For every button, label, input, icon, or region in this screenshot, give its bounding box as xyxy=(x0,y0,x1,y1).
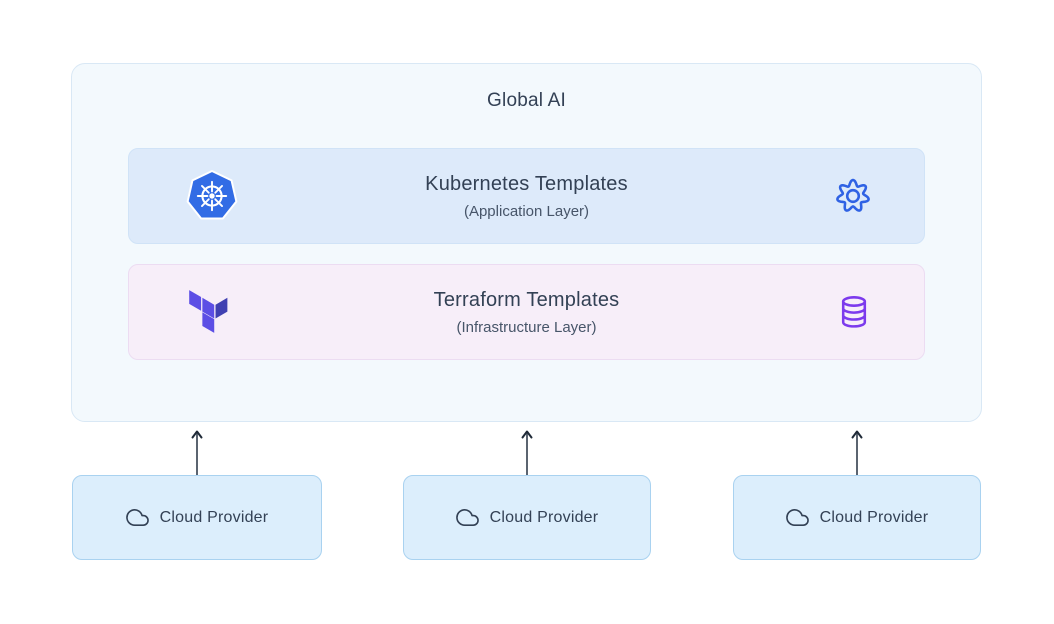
arrow-up-icon xyxy=(189,428,205,475)
layer-title: Terraform Templates xyxy=(433,288,620,311)
gear-icon xyxy=(834,177,872,215)
layer-title: Kubernetes Templates xyxy=(425,172,628,195)
cloud-provider-box: Cloud Provider xyxy=(403,475,651,560)
cloud-provider-box: Cloud Provider xyxy=(733,475,981,560)
cloud-icon xyxy=(125,506,149,529)
terraform-logo-icon xyxy=(185,288,233,336)
layer-subtitle: (Infrastructure Layer) xyxy=(456,318,597,336)
global-ai-container: Global AI Kubernetes Templates (Applicat… xyxy=(71,63,982,422)
cloud-icon xyxy=(455,506,479,529)
kubernetes-layer-card: Kubernetes Templates (Application Layer) xyxy=(128,148,925,244)
cloud-provider-label: Cloud Provider xyxy=(159,508,269,526)
cloud-provider-label: Cloud Provider xyxy=(819,508,929,526)
layer-subtitle: (Application Layer) xyxy=(463,202,590,220)
cloud-provider-box: Cloud Provider xyxy=(72,475,322,560)
arrow-up-icon xyxy=(849,428,865,475)
cloud-icon xyxy=(785,506,809,529)
cloud-provider-label: Cloud Provider xyxy=(489,508,599,526)
kubernetes-logo-icon xyxy=(185,169,239,223)
global-ai-title: Global AI xyxy=(487,90,566,111)
arrow-up-icon xyxy=(519,428,535,475)
database-icon xyxy=(836,294,872,330)
kubernetes-layer-text: Kubernetes Templates (Application Layer) xyxy=(129,149,924,243)
terraform-layer-card: Terraform Templates (Infrastructure Laye… xyxy=(128,264,925,360)
terraform-layer-text: Terraform Templates (Infrastructure Laye… xyxy=(129,265,924,359)
